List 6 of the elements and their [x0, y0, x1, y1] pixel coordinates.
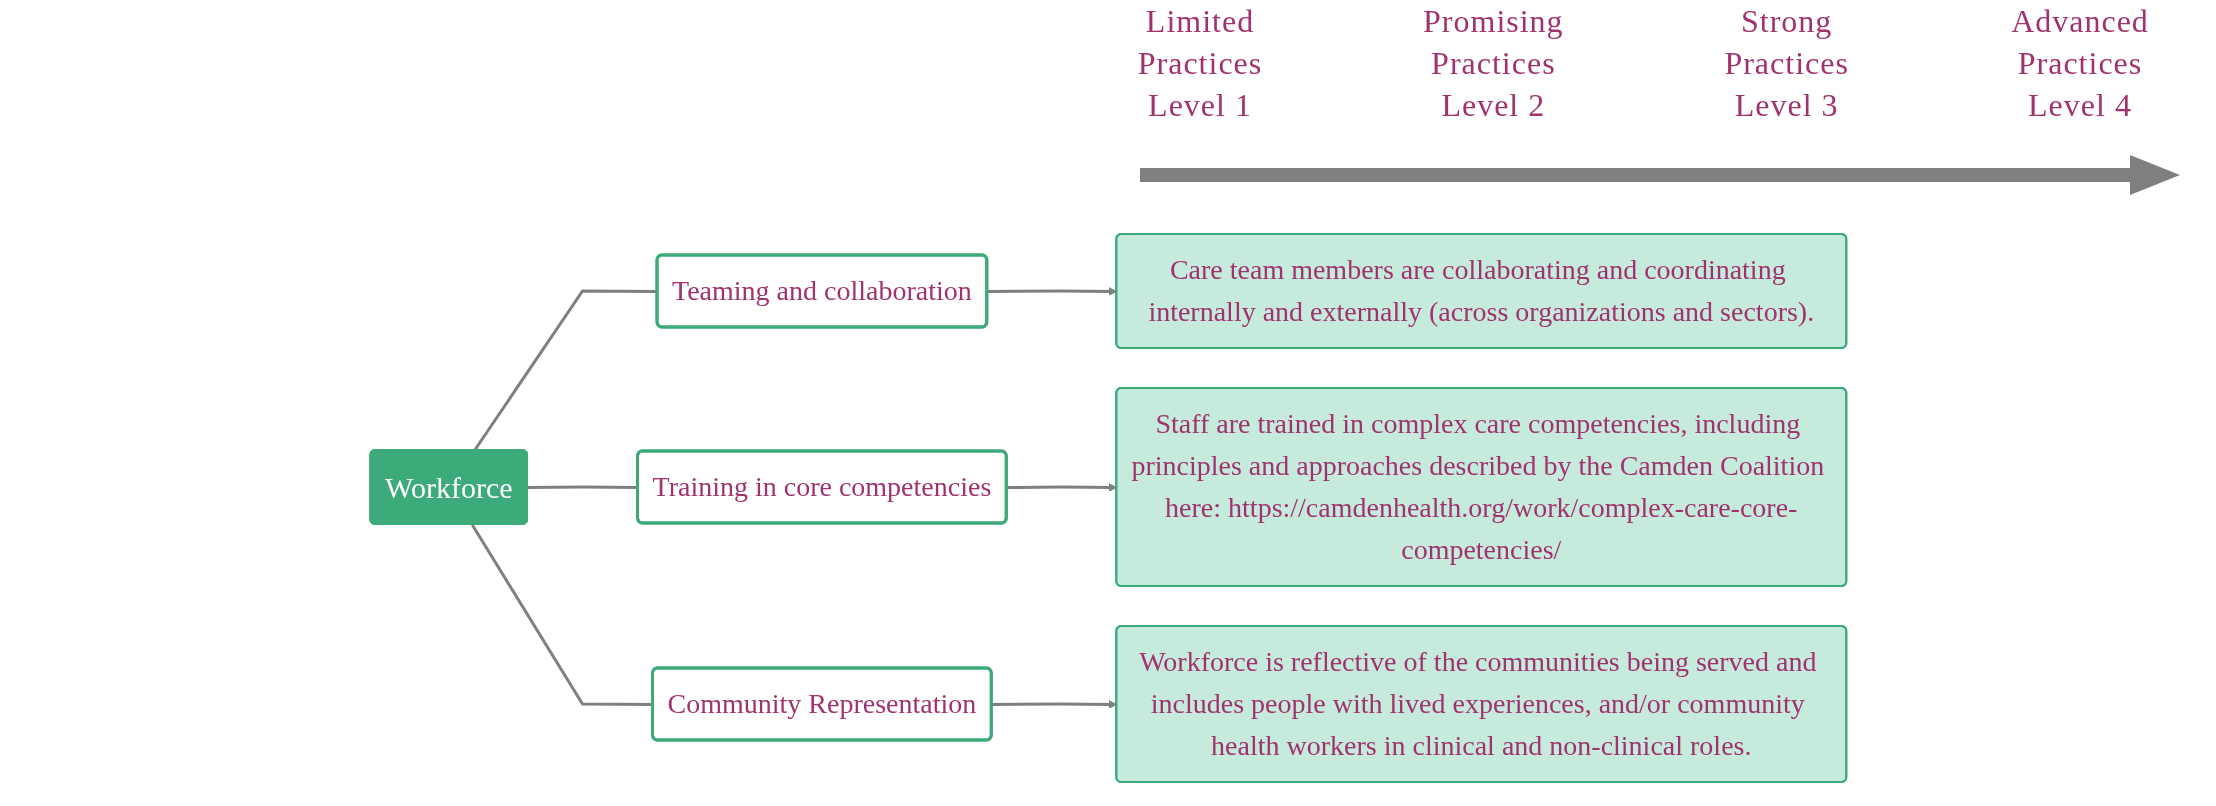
level-label: Strong Practices Level 3 [1723, 2, 1850, 125]
level-label: Limited Practices Level 1 [1136, 2, 1264, 125]
level-label: Promising Practices Level 2 [1422, 2, 1565, 125]
level-label: Advanced Practices Level 4 [2010, 2, 2150, 125]
connector [470, 524, 653, 706]
connector [527, 485, 638, 489]
